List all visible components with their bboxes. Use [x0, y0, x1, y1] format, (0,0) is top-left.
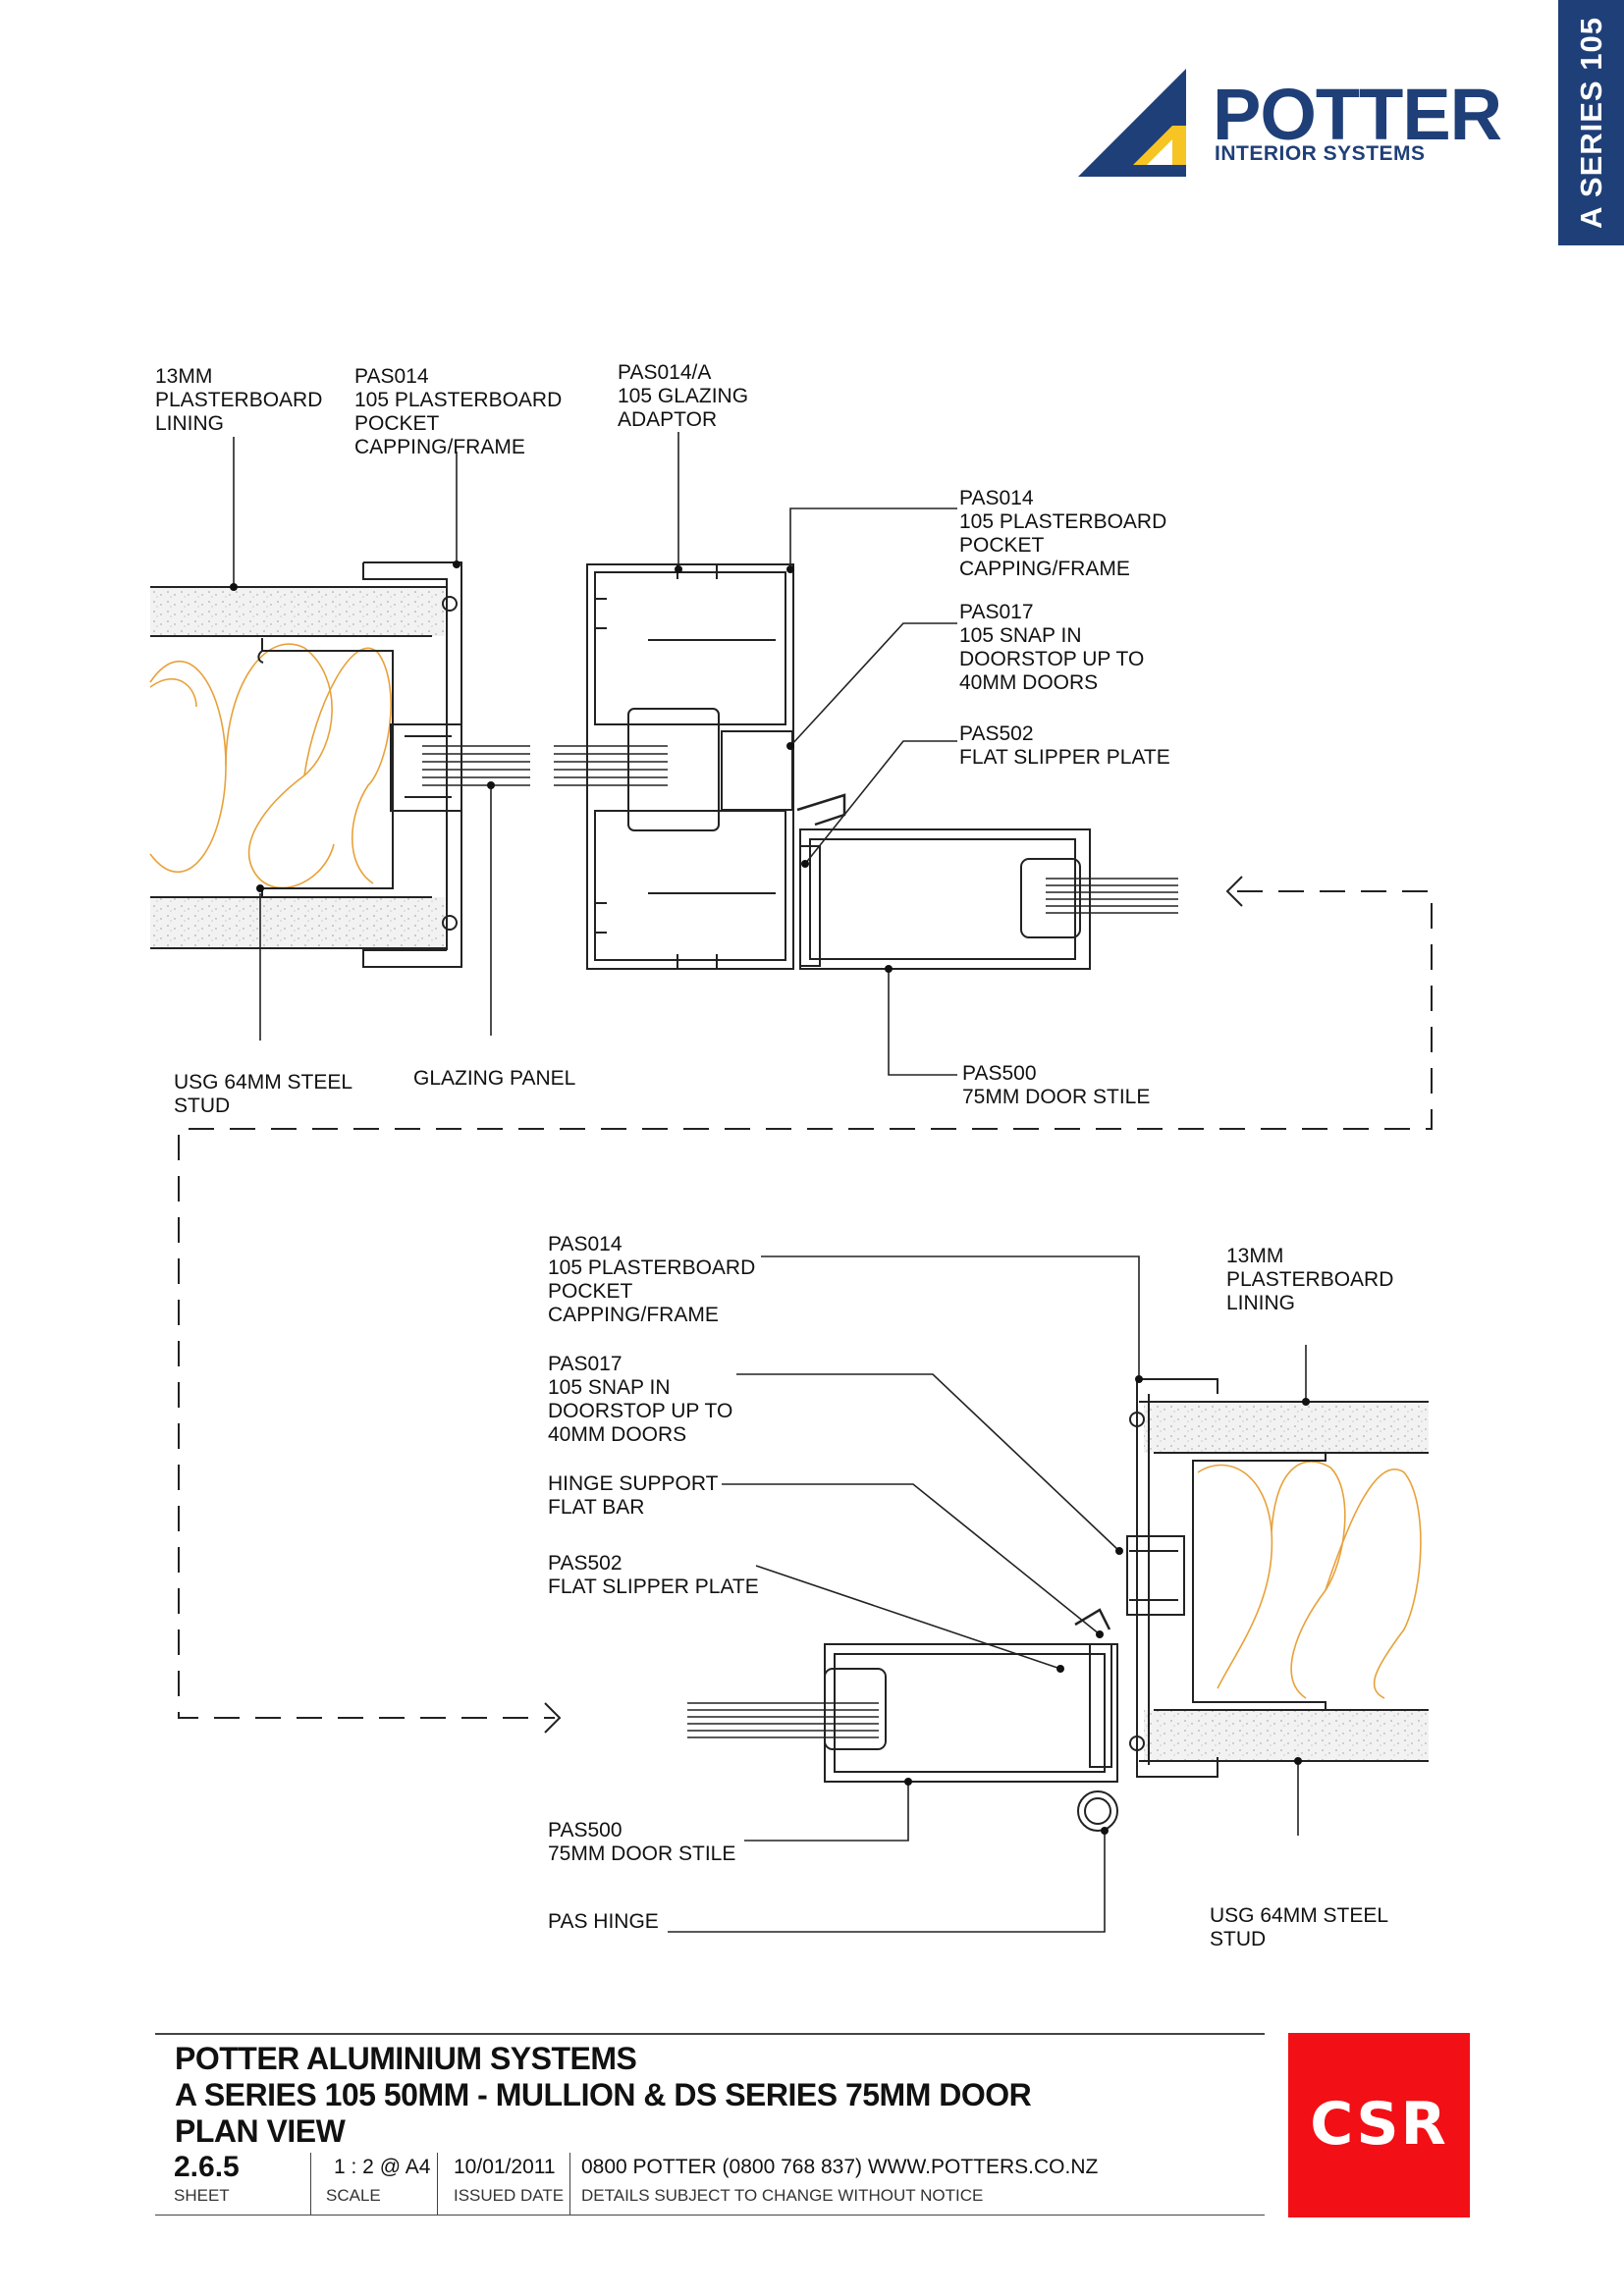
label-bottom-pas017: PAS017 105 SNAP IN DOORSTOP UP TO 40MM D… [548, 1353, 733, 1446]
label-top-pas017: PAS017 105 SNAP IN DOORSTOP UP TO 40MM D… [959, 601, 1145, 694]
label-bottom-pas500: PAS500 75MM DOOR STILE [548, 1819, 736, 1865]
label-top-pas014a: PAS014/A 105 GLAZING ADAPTOR [618, 361, 749, 431]
disclaimer: DETAILS SUBJECT TO CHANGE WITHOUT NOTICE [581, 2186, 984, 2205]
title-block-divider-1 [310, 2153, 311, 2215]
bottom-leader-dots [904, 1375, 1310, 1835]
title-block-top-rule [155, 2033, 1265, 2035]
title-block-bottom-rule [155, 2215, 1265, 2216]
label-top-pas502: PAS502 FLAT SLIPPER PLATE [959, 722, 1170, 769]
label-bottom-pas502: PAS502 FLAT SLIPPER PLATE [548, 1552, 759, 1598]
bottom-insulation [1197, 1461, 1422, 1699]
label-bottom-pas-hinge: PAS HINGE [548, 1910, 659, 1933]
top-mullion-section [586, 563, 794, 970]
scale-value: 1 : 2 @ A4 [334, 2156, 431, 2178]
title-view: PLAN VIEW [175, 2113, 346, 2149]
bottom-leader-lines [668, 1255, 1307, 1933]
label-top-pas014-right: PAS014 105 PLASTERBOARD POCKET CAPPING/F… [959, 487, 1167, 580]
label-bottom-hinge-support: HINGE SUPPORT FLAT BAR [548, 1472, 719, 1519]
issued-date-caption: ISSUED DATE [454, 2186, 565, 2205]
label-top-usg-stud: USG 64MM STEEL STUD [174, 1071, 353, 1117]
csr-logo: CSR [1288, 2033, 1470, 2217]
series-side-tab: A SERIES 105 [1558, 0, 1624, 245]
title-description: A SERIES 105 50MM - MULLION & DS SERIES … [175, 2077, 1032, 2112]
top-insulation [149, 643, 392, 889]
label-bottom-lining: 13MM PLASTERBOARD LINING [1226, 1245, 1394, 1314]
top-door-stile [796, 793, 1178, 970]
label-top-pas014-left: PAS014 105 PLASTERBOARD POCKET CAPPING/F… [354, 365, 563, 458]
label-top-pas500: PAS500 75MM DOOR STILE [962, 1062, 1151, 1108]
contact-info: 0800 POTTER (0800 768 837) WWW.POTTERS.C… [581, 2156, 1099, 2178]
top-leader-dots [230, 561, 893, 973]
csr-logo-text: CSR [1310, 2090, 1448, 2159]
title-block-divider-2 [437, 2153, 438, 2215]
title-company: POTTER ALUMINIUM SYSTEMS [175, 2041, 637, 2076]
label-bottom-usg-stud: USG 64MM STEEL STUD [1210, 1904, 1389, 1950]
label-top-glazing-panel: GLAZING PANEL [413, 1067, 576, 1090]
top-wall-section [149, 561, 668, 968]
potter-brand-name: POTTER [1213, 74, 1502, 155]
sheet-number: 2.6.5 [174, 2151, 240, 2183]
sheet-caption: SHEET [174, 2186, 230, 2205]
bottom-door-stile [687, 1608, 1118, 1832]
issued-date-value: 10/01/2011 [454, 2156, 556, 2178]
label-top-lining: 13MM PLASTERBOARD LINING [155, 365, 323, 435]
scale-caption: SCALE [326, 2186, 381, 2205]
potter-brand-subtitle: INTERIOR SYSTEMS [1215, 142, 1426, 165]
title-block-divider-3 [569, 2153, 570, 2215]
bottom-wall-section [1126, 1378, 1429, 1778]
top-leader-lines [233, 432, 957, 1076]
label-bottom-pas014: PAS014 105 PLASTERBOARD POCKET CAPPING/F… [548, 1233, 756, 1326]
potter-logo-mark-icon [1078, 69, 1186, 177]
